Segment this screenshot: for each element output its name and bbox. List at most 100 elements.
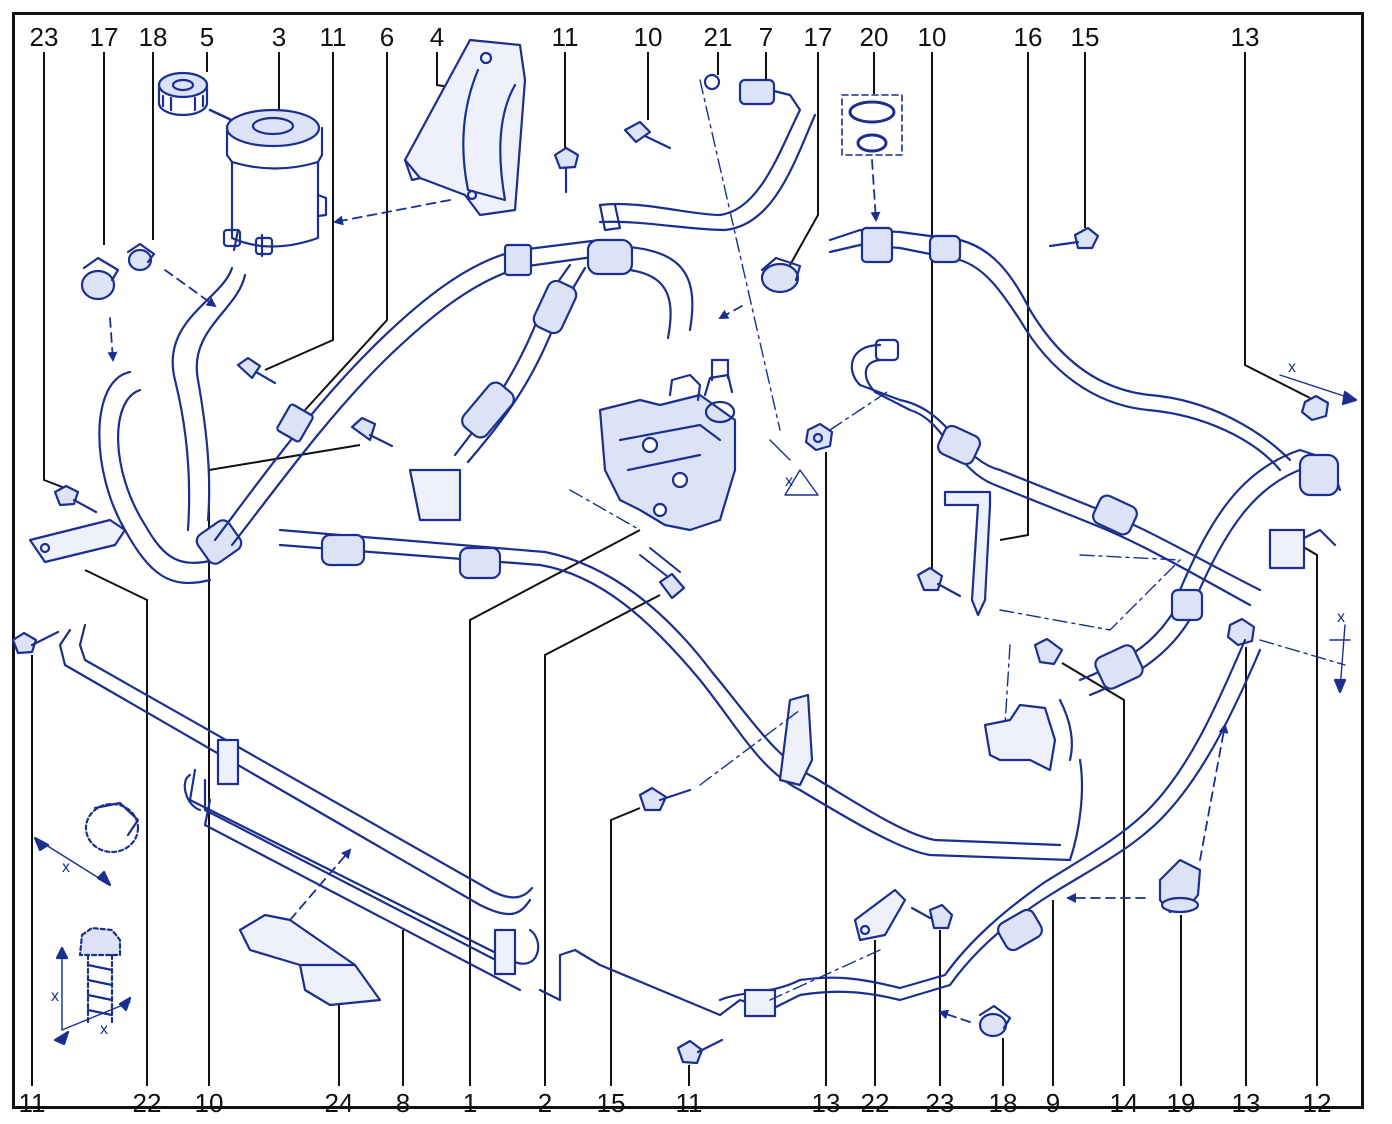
oring-small <box>856 133 888 153</box>
callout-bottom-24: 24 <box>324 1088 354 1118</box>
callout-top-3: 3 <box>271 22 287 52</box>
callout-bottom-22a: 22 <box>132 1088 162 1118</box>
parts-drawing <box>11 38 1358 1065</box>
bolt-11-left-low <box>11 630 60 655</box>
callout-top-17: 17 <box>89 22 119 52</box>
suction-hose <box>586 238 694 340</box>
callout-top-23: 23 <box>29 22 59 52</box>
bolt-10-mid <box>350 416 394 448</box>
dimension-x-label-right-top: x <box>1288 359 1296 376</box>
bolt-11-low <box>676 1038 724 1065</box>
bracket-center-low <box>778 693 814 787</box>
callout-top-10b: 10 <box>917 22 947 52</box>
callout-top-15: 15 <box>1070 22 1100 52</box>
callout-bottom-18: 18 <box>988 1088 1018 1118</box>
leader-line <box>469 529 641 1086</box>
callout-top-16: 16 <box>1013 22 1043 52</box>
pipe-7 <box>598 73 817 232</box>
bolt-dimension-detail <box>53 926 132 1046</box>
leader-line <box>43 52 71 491</box>
pipe-9 <box>718 638 1262 1018</box>
callout-bottom-14: 14 <box>1109 1088 1139 1118</box>
callout-bottom-9: 9 <box>1045 1088 1061 1118</box>
callout-bottom-13a: 13 <box>811 1088 841 1118</box>
callout-bottom-22b: 22 <box>860 1088 890 1118</box>
hose-14 <box>1078 588 1204 697</box>
dimension-x-label-right-mid: x <box>1337 609 1345 626</box>
bolt-10-top <box>623 120 672 150</box>
callout-top-5: 5 <box>199 22 215 52</box>
clip-19 <box>1158 858 1202 914</box>
reservoir-bracket <box>403 38 527 217</box>
callout-bottom-19: 19 <box>1166 1088 1196 1118</box>
bolt-15-top <box>1048 226 1100 250</box>
fluid-reservoir <box>222 108 328 258</box>
leader-line <box>1061 662 1125 1086</box>
callout-bottom-23: 23 <box>925 1088 955 1118</box>
clamp-18-low <box>978 1004 1012 1038</box>
bolt-15-low <box>638 786 692 812</box>
bolt-14-side <box>1033 637 1064 666</box>
reservoir-cap <box>157 71 209 117</box>
bolt-23-low <box>910 903 954 930</box>
dimension-x-label-bolt-height: x <box>51 988 59 1005</box>
bracket-arrow <box>333 199 451 226</box>
leader-line <box>84 569 148 1086</box>
callout-bottom-15: 15 <box>596 1088 626 1118</box>
callout-top-6: 6 <box>379 22 395 52</box>
cooler-tubes-8 <box>58 623 722 1017</box>
dimension-x-label-bolt-width: x <box>100 1021 108 1038</box>
callout-top-20: 20 <box>859 22 889 52</box>
pipe-right-middle <box>850 338 1262 607</box>
callout-top-11a: 11 <box>319 22 347 52</box>
bracket-22-low <box>853 888 907 942</box>
leader-line <box>544 594 661 1086</box>
clamp-dimension-detail <box>33 801 140 887</box>
callout-bottom-1: 1 <box>462 1088 478 1118</box>
callout-top-4: 4 <box>429 22 445 52</box>
callout-leader-lines <box>31 52 1318 1086</box>
oring-box <box>841 94 903 156</box>
leader-line <box>999 52 1029 541</box>
bolt-2 <box>639 547 686 600</box>
leader-line <box>264 52 334 371</box>
callout-bottom-12: 12 <box>1302 1088 1332 1118</box>
leader-line <box>1244 52 1311 399</box>
callout-top-10a: 10 <box>633 22 663 52</box>
bolt-11-left-mid <box>236 356 277 385</box>
bolt-11-top <box>553 146 580 194</box>
callout-top-7: 7 <box>758 22 774 52</box>
callout-bottom-13b: 13 <box>1231 1088 1261 1118</box>
power-steering-pump <box>598 358 737 532</box>
callout-bottom-11b: 11 <box>675 1088 703 1118</box>
callout-bottom-10: 10 <box>194 1088 224 1118</box>
bolt-10-right <box>916 566 962 598</box>
reservoir-hoses <box>98 266 247 585</box>
pressure-hose <box>453 263 587 464</box>
callout-bottom-8: 8 <box>395 1088 411 1118</box>
dimension-x-label-center: x <box>785 473 793 490</box>
hose-clamp-right <box>760 256 802 294</box>
callout-bottom-11a: 11 <box>18 1088 46 1118</box>
leader-line <box>789 52 819 266</box>
diagram-frame <box>12 12 1364 1109</box>
callout-bottom-2: 2 <box>537 1088 553 1118</box>
pipe-center-long <box>278 468 1084 862</box>
callout-top-21: 21 <box>703 22 733 52</box>
dimension-x-label-clamp: x <box>62 859 70 876</box>
leader-line <box>304 52 388 411</box>
callout-top-11b: 11 <box>551 22 579 52</box>
bracket-16 <box>943 490 992 617</box>
callout-top-13: 13 <box>1230 22 1260 52</box>
bolt-23-left <box>53 484 98 514</box>
nut-13-center <box>804 422 834 452</box>
pipe-right-upper <box>828 226 1292 472</box>
bracket-right-low <box>983 698 1074 772</box>
oring-large <box>848 100 896 124</box>
nut-13-right-top <box>1300 394 1330 422</box>
bracket-22-left <box>28 518 127 564</box>
return-pipe <box>213 238 602 547</box>
leader-line <box>1299 544 1318 1086</box>
